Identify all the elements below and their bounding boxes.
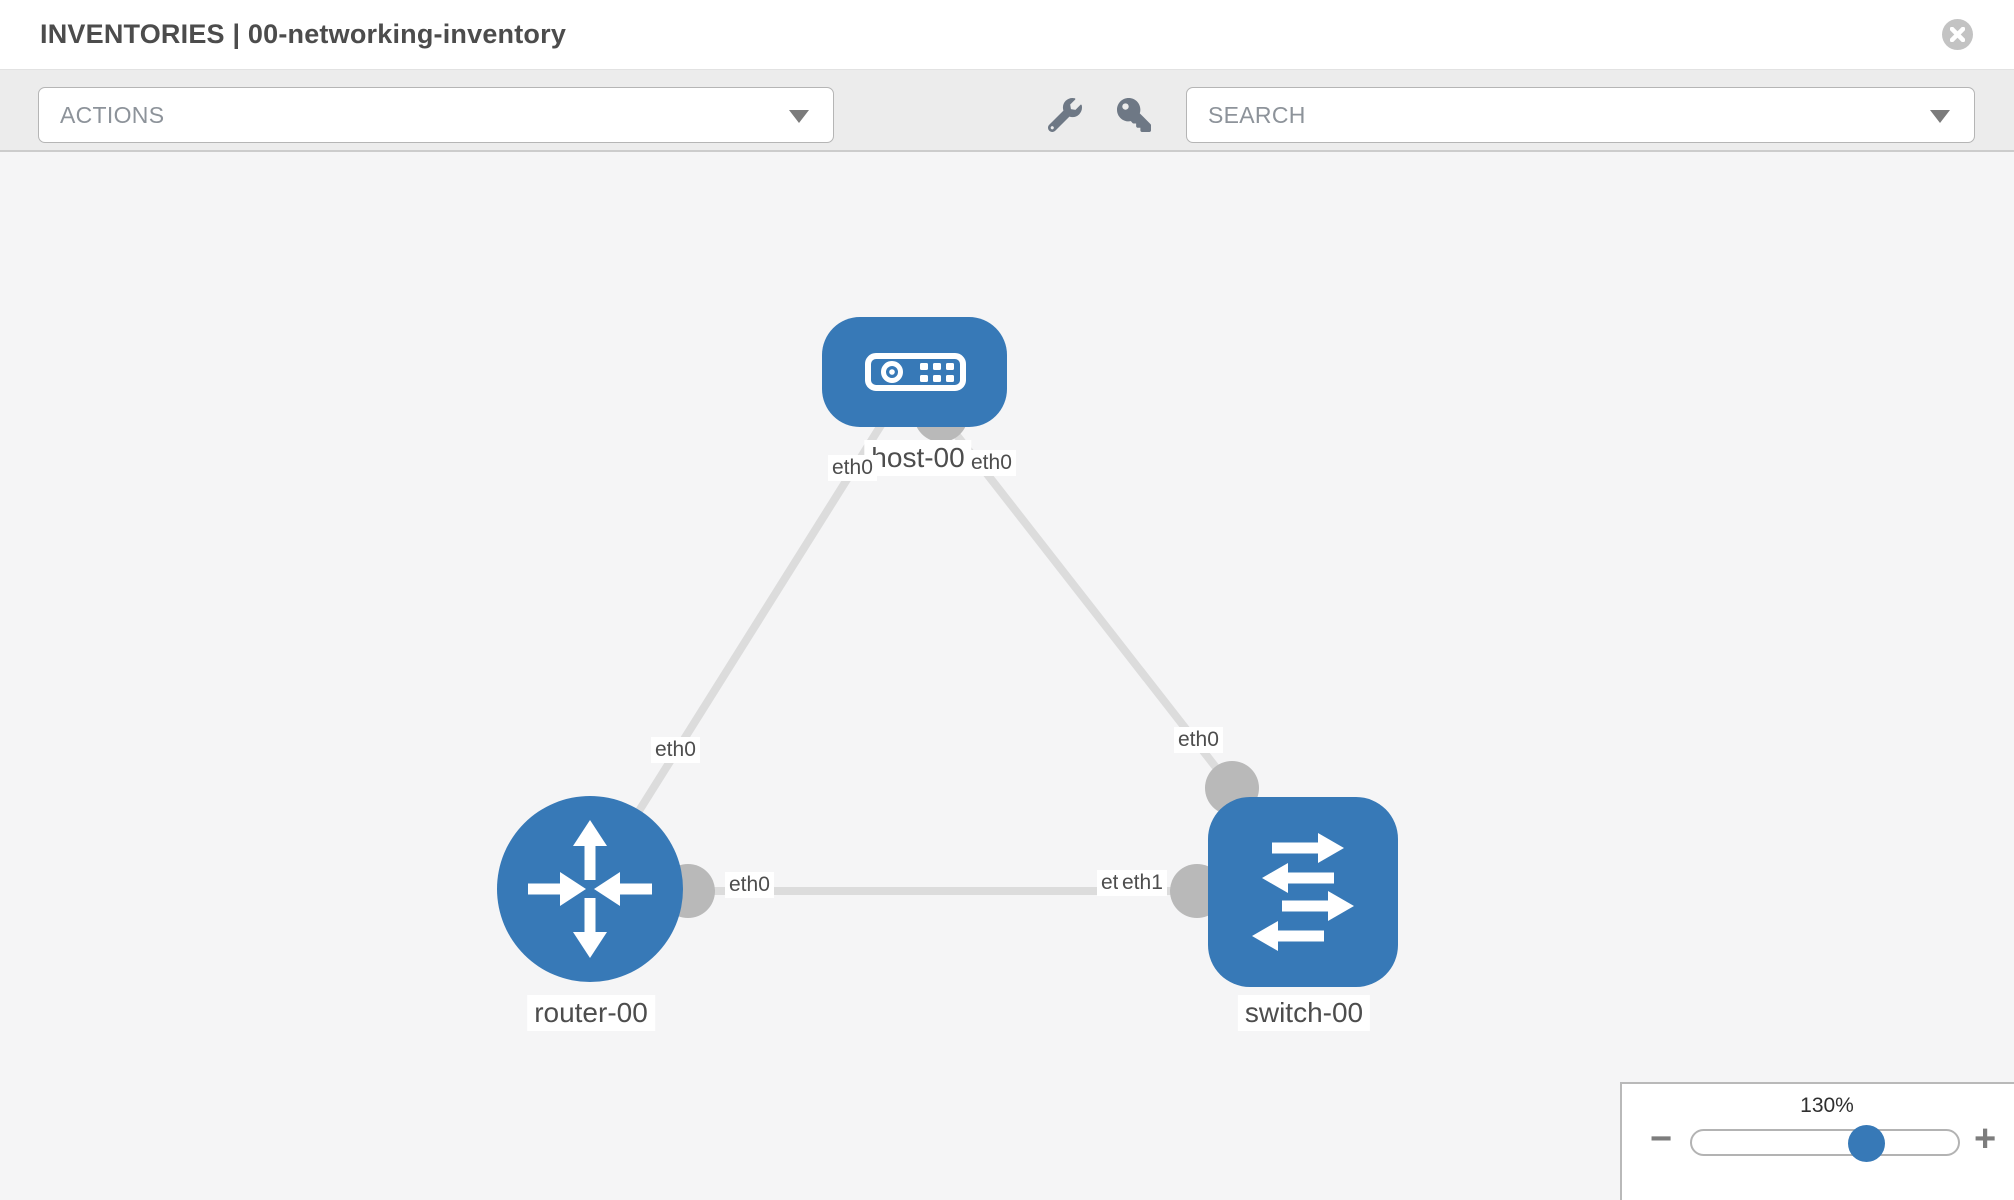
search-dropdown-label: SEARCH xyxy=(1208,101,1306,128)
node-host[interactable] xyxy=(822,317,1007,427)
close-icon xyxy=(1950,27,1965,42)
topology-svg xyxy=(497,317,1398,987)
zoom-level-value: 130% xyxy=(1800,1094,1854,1117)
zoom-slider-thumb[interactable] xyxy=(1848,1125,1885,1162)
interface-label-switch-top: eth0 xyxy=(1174,727,1223,753)
link-host-switch[interactable] xyxy=(937,412,1236,791)
node-switch[interactable] xyxy=(1208,797,1398,987)
search-dropdown[interactable]: SEARCH xyxy=(1186,87,1975,143)
page-title: INVENTORIES | 00-networking-inventory xyxy=(40,19,567,49)
node-label-host: host-00 xyxy=(864,440,972,476)
topology-canvas: host-00 router-00 switch-00 eth0 eth0 et… xyxy=(0,152,2014,1200)
node-label-router: router-00 xyxy=(527,995,655,1031)
zoom-slider-track[interactable] xyxy=(1690,1125,1960,1162)
key-icon[interactable] xyxy=(1117,98,1151,132)
router-icon xyxy=(528,820,652,958)
interface-label-router-top: eth0 xyxy=(651,737,700,763)
header: INVENTORIES | 00-networking-inventory xyxy=(0,0,2014,70)
node-router[interactable] xyxy=(497,796,683,982)
interface-label-switch-left: eth1 xyxy=(1118,870,1167,896)
wrench-icon[interactable] xyxy=(1048,98,1082,132)
host-icon xyxy=(865,353,966,391)
chevron-down-icon xyxy=(789,110,809,123)
chevron-down-icon xyxy=(1930,110,1950,123)
node-label-switch: switch-00 xyxy=(1237,995,1371,1031)
zoom-out-button[interactable]: − xyxy=(1650,1118,1673,1160)
switch-icon xyxy=(1252,833,1354,951)
zoom-in-button[interactable]: + xyxy=(1974,1118,1997,1160)
interface-label-host-left: eth0 xyxy=(828,455,877,481)
interface-label-router-right: eth0 xyxy=(725,872,774,898)
toolbar: ACTIONS SEARCH xyxy=(0,70,2014,152)
zoom-panel: 130% − + xyxy=(1620,1082,2014,1200)
actions-dropdown[interactable]: ACTIONS xyxy=(38,87,834,143)
interface-label-host-right: eth0 xyxy=(967,450,1016,476)
actions-dropdown-label: ACTIONS xyxy=(60,101,165,128)
close-button[interactable] xyxy=(1942,19,1973,50)
